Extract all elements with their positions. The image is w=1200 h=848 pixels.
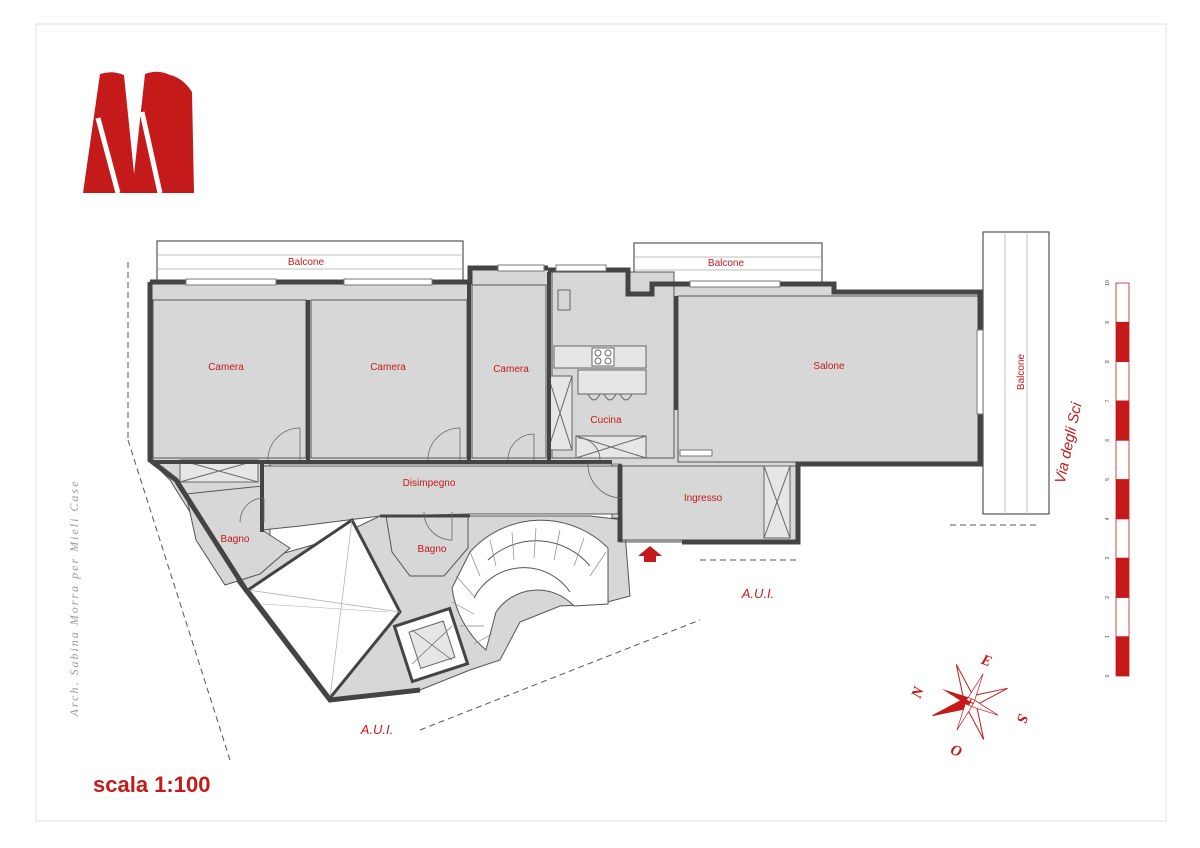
scale-bar-segment bbox=[1115, 400, 1130, 441]
room-label-camera-3: Camera bbox=[493, 364, 529, 375]
room-label-ingresso: Ingresso bbox=[684, 493, 723, 504]
area-label-aui-2: A.U.I. bbox=[360, 722, 394, 737]
scale-bar-tick-label: 7 bbox=[1105, 399, 1111, 402]
scale-bar-tick-label: 8 bbox=[1105, 360, 1111, 363]
scale-bar-tick-label: 6 bbox=[1105, 439, 1111, 442]
sheet-border bbox=[35, 23, 1167, 822]
scale-bar-tick-label: 9 bbox=[1105, 321, 1111, 324]
scale-bar-tick-label: 4 bbox=[1105, 517, 1111, 520]
floor-plan bbox=[127, 231, 1050, 761]
scale-bar-tick-label: 5 bbox=[1105, 478, 1111, 481]
scale-bar-segment bbox=[1115, 557, 1130, 598]
scale-bar-segment bbox=[1115, 597, 1130, 638]
logo-m-icon bbox=[83, 71, 194, 193]
room-label-balcone-1: Balcone bbox=[288, 257, 325, 268]
room-label-cucina: Cucina bbox=[590, 415, 622, 426]
logo-white-cuts bbox=[95, 111, 163, 194]
scale-bar-segment bbox=[1115, 321, 1130, 362]
scale-bar-tick-label: 1 bbox=[1105, 635, 1111, 638]
scale-bar: 0 1 2 3 4 5 6 7 8 9 10 bbox=[1105, 280, 1130, 677]
room-label-bagno-2: Bagno bbox=[418, 544, 447, 555]
compass-rose-icon bbox=[932, 664, 1008, 740]
room-label-camera-2: Camera bbox=[370, 362, 406, 373]
architect-credit: Arch. Sabina Morra per Mieli Case bbox=[67, 480, 81, 718]
scale-bar-segment bbox=[1115, 636, 1130, 677]
room-camera-2 bbox=[310, 299, 468, 459]
compass-south: S bbox=[1013, 712, 1031, 725]
room-salone bbox=[677, 295, 979, 463]
closets bbox=[179, 459, 791, 539]
entrance-arrow-icon bbox=[638, 546, 662, 562]
door-swings bbox=[239, 427, 623, 541]
scale-bar-segment bbox=[1115, 479, 1130, 520]
balcony-east bbox=[982, 231, 1050, 515]
street-label: Via degli Sci bbox=[1052, 400, 1086, 485]
scale-bar-tick-label: 0 bbox=[1105, 674, 1111, 677]
spiral-staircase bbox=[451, 519, 609, 651]
room-camera-1 bbox=[152, 299, 307, 459]
scale-bar-tick-label: 3 bbox=[1105, 556, 1111, 559]
compass-north: N bbox=[909, 684, 928, 702]
scale-bar-segment bbox=[1115, 518, 1130, 559]
kitchen-fixtures bbox=[547, 289, 647, 459]
scale-bar-segment bbox=[1115, 439, 1130, 480]
elevator-shaft bbox=[392, 606, 470, 684]
compass-west: O bbox=[949, 740, 965, 759]
room-label-balcone-3: Balcone bbox=[1016, 353, 1027, 390]
room-label-salone: Salone bbox=[813, 361, 845, 372]
scale-bar-segment bbox=[1115, 361, 1130, 402]
scale-bar-tick-label: 10 bbox=[1105, 280, 1111, 286]
scale-title: scala 1:100 bbox=[93, 772, 210, 797]
room-label-disimpegno: Disimpegno bbox=[403, 478, 456, 489]
room-label-camera-1: Camera bbox=[208, 362, 244, 373]
area-label-aui-1: A.U.I. bbox=[741, 586, 775, 601]
scale-bar-tick-label: 2 bbox=[1105, 596, 1111, 599]
room-camera-3 bbox=[471, 284, 547, 459]
room-label-balcone-2: Balcone bbox=[708, 258, 745, 269]
room-label-bagno-1: Bagno bbox=[221, 534, 250, 545]
scale-bar-segment bbox=[1115, 282, 1130, 323]
site-lines bbox=[127, 262, 1040, 761]
compass-east: E bbox=[978, 652, 994, 671]
windows bbox=[185, 264, 984, 457]
